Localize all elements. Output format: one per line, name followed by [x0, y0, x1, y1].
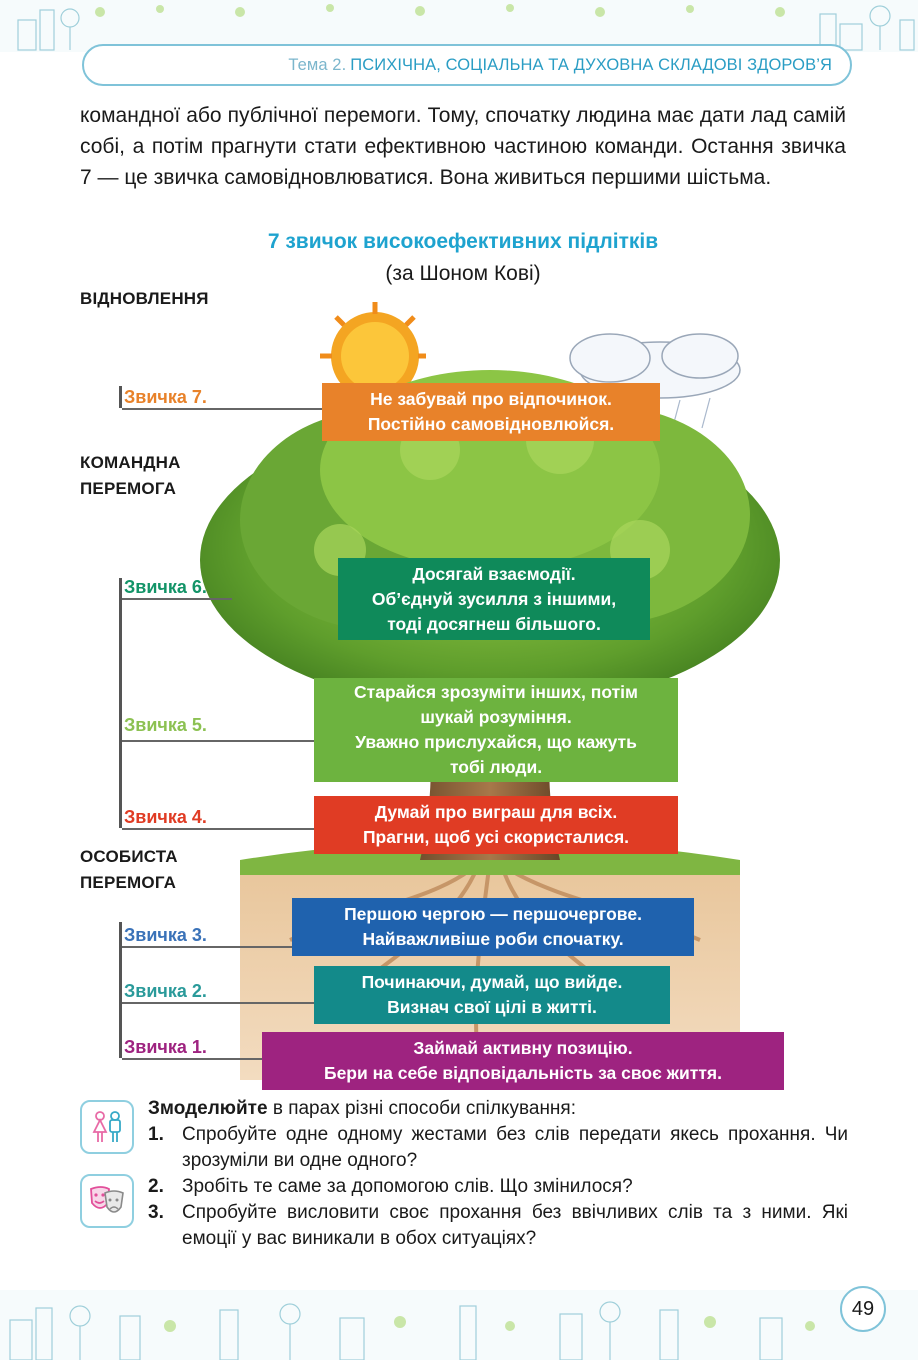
habit-5-line-4: тобі люди. — [449, 757, 543, 777]
habit-2-line-2: Визнач свої цілі в житті. — [387, 997, 597, 1017]
habit-label-4: Звичка 4. — [124, 807, 207, 827]
intro-paragraph: командної або публічної перемоги. Тому, … — [80, 104, 846, 189]
decorative-city-border-bottom — [0, 1290, 918, 1360]
exercise-block: Змоделюйте в парах різні способи спілкув… — [148, 1096, 848, 1252]
pair-activity-badge — [80, 1100, 134, 1154]
connector-habit-4 — [122, 828, 314, 830]
exercise-item: 1. Спробуйте одне одному жестами без слі… — [148, 1122, 848, 1174]
exercise-item-text: Зробіть те саме за допомогою слів. Що зм… — [182, 1176, 633, 1197]
bracket-personal — [119, 922, 122, 1058]
connector-habit-3 — [122, 946, 292, 948]
habit-box-7: Не забувай про відпочинок. Постійно само… — [322, 383, 660, 441]
section-team-line1: КОМАНДНА — [80, 453, 181, 472]
habit-box-1: Займай активну позицію. Бери на себе від… — [262, 1032, 784, 1090]
theatre-masks-icon — [90, 1186, 124, 1213]
habit-box-5: Старайся зрозуміти інших, потім шукай ро… — [314, 678, 678, 782]
section-team: КОМАНДНА ПЕРЕМОГА — [80, 450, 181, 502]
connector-habit-1 — [122, 1058, 262, 1060]
habit-label-5: Звичка 5. — [124, 715, 207, 735]
decorative-city-border-top — [0, 0, 918, 52]
exercise-item-text: Спробуйте одне одному жестами без слів п… — [182, 1124, 848, 1171]
habit-box-4: Думай про виграш для всіх. Прагни, щоб у… — [314, 796, 678, 854]
connector-habit-2 — [122, 1002, 314, 1004]
exercise-lead-rest: в парах різні способи спілкування: — [267, 1098, 576, 1119]
tree-title: 7 звичок високоефективних підлітків — [267, 230, 659, 253]
bracket-renewal — [119, 386, 122, 408]
habit-label-6: Звичка 6. — [124, 577, 207, 597]
habit-box-2: Починаючи, думай, що вийде. Визнач свої … — [314, 966, 670, 1024]
habit-6-line-2: Об’єднуй зусилля з іншими, — [371, 588, 617, 609]
habit-6-line-3: тоді досягнеш більшого. — [387, 613, 601, 634]
connector-habit-5 — [122, 740, 314, 742]
habit-5-line-2: шукай розуміння. — [420, 707, 572, 727]
section-personal: ОСОБИСТА ПЕРЕМОГА — [80, 844, 178, 896]
habit-label-1: Звичка 1. — [124, 1037, 207, 1057]
exercise-item-number: 1. — [148, 1124, 164, 1145]
bracket-team — [119, 578, 122, 828]
section-personal-line1: ОСОБИСТА — [80, 847, 178, 866]
exercise-item: 3. Спробуйте висловити своє прохання без… — [148, 1200, 848, 1252]
exercise-item-number: 3. — [148, 1202, 164, 1223]
topic-title: ПСИХІЧНА, СОЦІАЛЬНА ТА ДУХОВНА СКЛАДОВІ … — [350, 55, 832, 74]
habit-label-7: Звичка 7. — [124, 387, 207, 407]
habit-box-6: Досягай взаємодії. Об’єднуй зусилля з ін… — [338, 558, 650, 640]
habit-label-3: Звичка 3. — [124, 925, 207, 945]
cloud-icon — [569, 333, 741, 399]
habit-1-line-1: Займай активну позицію. — [413, 1038, 633, 1058]
habit-6-line-1: Досягай взаємодії. — [412, 563, 576, 584]
habit-label-2: Звичка 2. — [124, 981, 207, 1001]
habit-7-line-2: Постійно самовідновлюйся. — [367, 414, 615, 434]
exercise-intro: Змоделюйте в парах різні способи спілкув… — [148, 1096, 848, 1122]
connector-habit-6 — [122, 598, 232, 600]
drama-activity-badge — [80, 1174, 134, 1228]
habit-3-line-1: Першою чергою — першочергове. — [344, 904, 642, 924]
habit-box-3: Першою чергою — першочергове. Найважливі… — [292, 898, 694, 956]
habit-7-line-1: Не забувай про відпочинок. — [370, 389, 612, 409]
habit-4-line-2: Прагни, щоб усі скористалися. — [362, 827, 630, 847]
section-personal-line2: ПЕРЕМОГА — [80, 873, 177, 892]
exercise-list: 1. Спробуйте одне одному жестами без слі… — [148, 1122, 848, 1252]
section-team-line2: ПЕРЕМОГА — [80, 479, 177, 498]
exercise-item-text: Спробуйте висловити своє прохання без вв… — [182, 1202, 848, 1249]
sun-icon — [320, 302, 426, 400]
habit-3-line-2: Найважливіше роби спочатку. — [362, 929, 624, 949]
habit-5-line-1: Старайся зрозуміти інших, потім — [354, 682, 638, 702]
topic-prefix: Тема 2. — [288, 55, 347, 74]
pair-people-icon — [92, 1111, 121, 1142]
exercise-item: 2. Зробіть те саме за допомогою слів. Що… — [148, 1174, 848, 1200]
exercise-lead-bold: Змоделюйте — [148, 1098, 268, 1119]
habit-5-line-3: Уважно прислухайся, що кажуть — [355, 732, 637, 752]
exercise-item-number: 2. — [148, 1176, 164, 1197]
habit-4-line-1: Думай про виграш для всіх. — [374, 802, 618, 822]
tree-subtitle: (за Шоном Кові) — [385, 262, 541, 285]
connector-habit-7 — [122, 408, 322, 410]
page-number: 49 — [840, 1286, 886, 1332]
running-header: Тема 2. ПСИХІЧНА, СОЦІАЛЬНА ТА ДУХОВНА С… — [82, 44, 852, 86]
habit-1-line-2: Бери на себе відповідальність за своє жи… — [323, 1063, 723, 1083]
section-renewal: ВІДНОВЛЕННЯ — [80, 289, 209, 308]
habit-2-line-1: Починаючи, думай, що вийде. — [361, 972, 623, 992]
